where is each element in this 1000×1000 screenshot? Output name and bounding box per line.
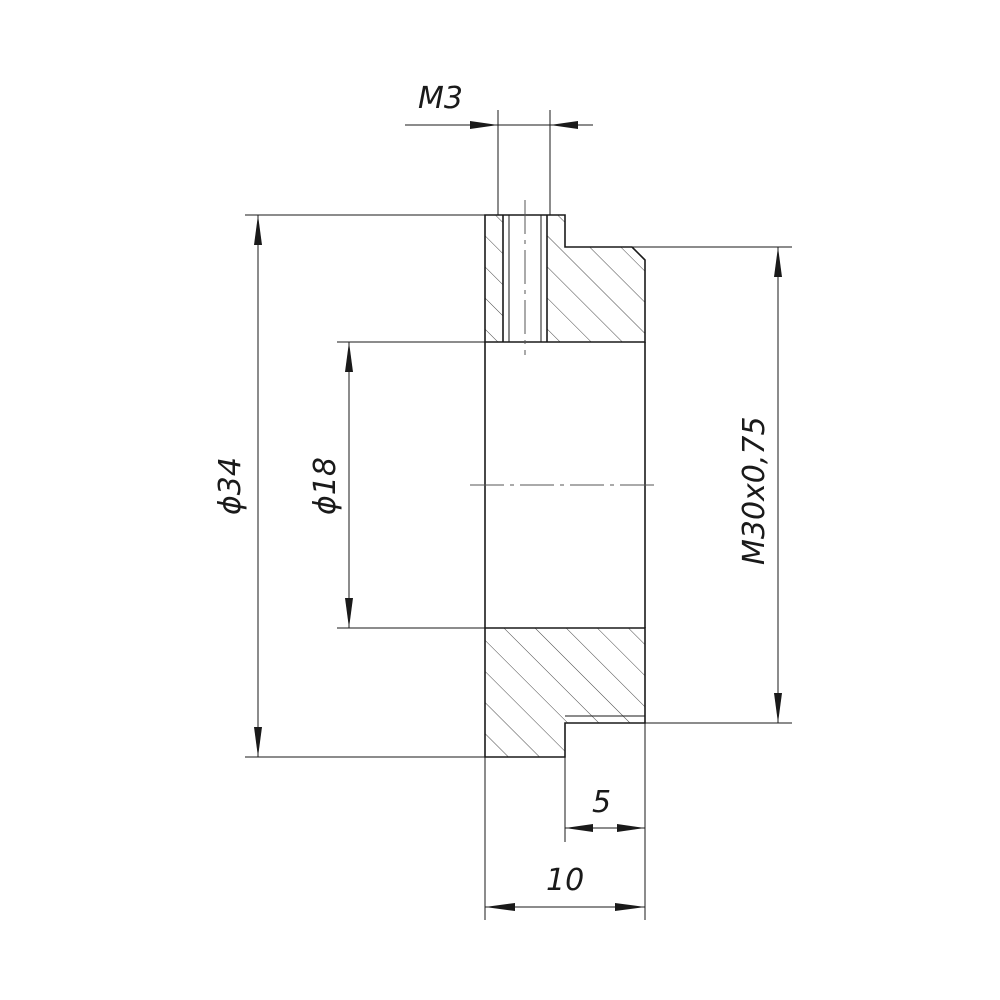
dim-label-10: 10 xyxy=(546,863,584,898)
dim-5: 5 xyxy=(564,723,646,842)
dim-phi18: ϕ18 xyxy=(308,341,485,629)
dim-10: 10 xyxy=(484,757,646,920)
dim-m3: M3 xyxy=(405,81,593,215)
section-hatching xyxy=(485,215,645,757)
dim-m30: M30x0,75 xyxy=(632,246,792,724)
dim-label-phi34: ϕ34 xyxy=(213,457,248,515)
dim-label-5: 5 xyxy=(592,785,611,820)
dim-label-m30: M30x0,75 xyxy=(737,416,772,565)
center-lines xyxy=(470,200,660,486)
dim-label-m3: M3 xyxy=(418,81,463,116)
dim-phi34: ϕ34 xyxy=(213,214,485,758)
dim-label-phi18: ϕ18 xyxy=(308,457,343,515)
